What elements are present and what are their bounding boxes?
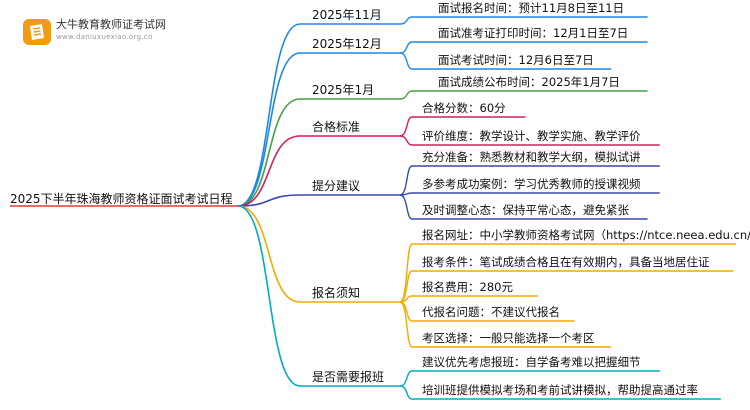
brand-url: www.daniuxuexiao.org.cn <box>56 33 153 41</box>
leaf-label: 多参考成功案例：学习优秀教师的授课视频 <box>422 177 641 191</box>
branch-label: 是否需要报班 <box>312 369 384 384</box>
leaf-label: 及时调整心态：保持平常心态，避免紧张 <box>422 203 629 217</box>
leaf-connector <box>399 270 413 303</box>
root-topic: 2025下半年珠海教师资格证面试考试日程 <box>10 191 233 206</box>
branch-label: 2025年12月 <box>312 37 382 51</box>
brand-name: 大牛教育教师证考试网 <box>56 18 166 31</box>
branch-connector <box>237 23 301 207</box>
leaf-label: 面试准考证打印时间：12月1日至7日 <box>438 26 628 40</box>
branch-label: 提分建议 <box>312 178 360 193</box>
leaf-label: 充分准备：熟悉教材和教学大纲，模拟试讲 <box>422 150 641 164</box>
branch-connector <box>237 205 301 387</box>
leaf-connector <box>399 301 413 348</box>
leaf-label: 代报名问题：不建议代报名 <box>422 305 560 319</box>
leaf-label: 面试成绩公布时间：2025年1月7日 <box>438 75 620 89</box>
leaf-label: 培训班提供模拟考场和考前试讲模拟，帮助提高通过率 <box>422 383 698 397</box>
branch-connector <box>237 205 301 303</box>
leaf-connector <box>399 16 413 25</box>
leaf-label: 报名网址：中小学教师资格考试网（https://ntce.neea.edu.cn… <box>422 228 750 242</box>
leaf-connector <box>399 165 413 196</box>
branch-label: 2025年11月 <box>312 8 382 22</box>
leaf-connector <box>399 41 413 54</box>
leaf-connector <box>399 385 413 400</box>
leaf-label: 考区选择：一般只能选择一个考区 <box>422 331 595 345</box>
leaf-label: 报考条件：笔试成绩合格且在有效期内，具备当地居住证 <box>422 255 710 269</box>
branch-connector <box>237 135 301 207</box>
leaf-connector <box>399 52 413 70</box>
branch-label: 合格标准 <box>312 119 360 134</box>
leaf-label: 建议优先考虑报班：自学备考难以把握细节 <box>422 355 641 369</box>
leaf-label: 报名费用：280元 <box>422 280 513 294</box>
leaf-connector <box>399 135 413 146</box>
leaf-label: 面试考试时间：12月6日至7日 <box>438 53 594 67</box>
branch-connector <box>237 98 301 207</box>
branch-connector <box>237 194 301 207</box>
leaf-label: 评价维度：教学设计、教学实施、教学评价 <box>422 129 641 143</box>
leaf-connector <box>399 370 413 387</box>
branch-connector <box>237 52 301 207</box>
leaf-connector <box>399 90 413 100</box>
branch-label: 2025年1月 <box>312 83 374 97</box>
leaf-label: 面试报名时间：预计11月8日至11日 <box>438 1 624 15</box>
brand-logo-icon <box>23 19 51 45</box>
leaf-label: 合格分数：60分 <box>422 101 506 115</box>
leaf-connector <box>399 116 413 137</box>
branch-label: 报名须知 <box>312 285 360 300</box>
leaf-connector <box>399 194 413 220</box>
